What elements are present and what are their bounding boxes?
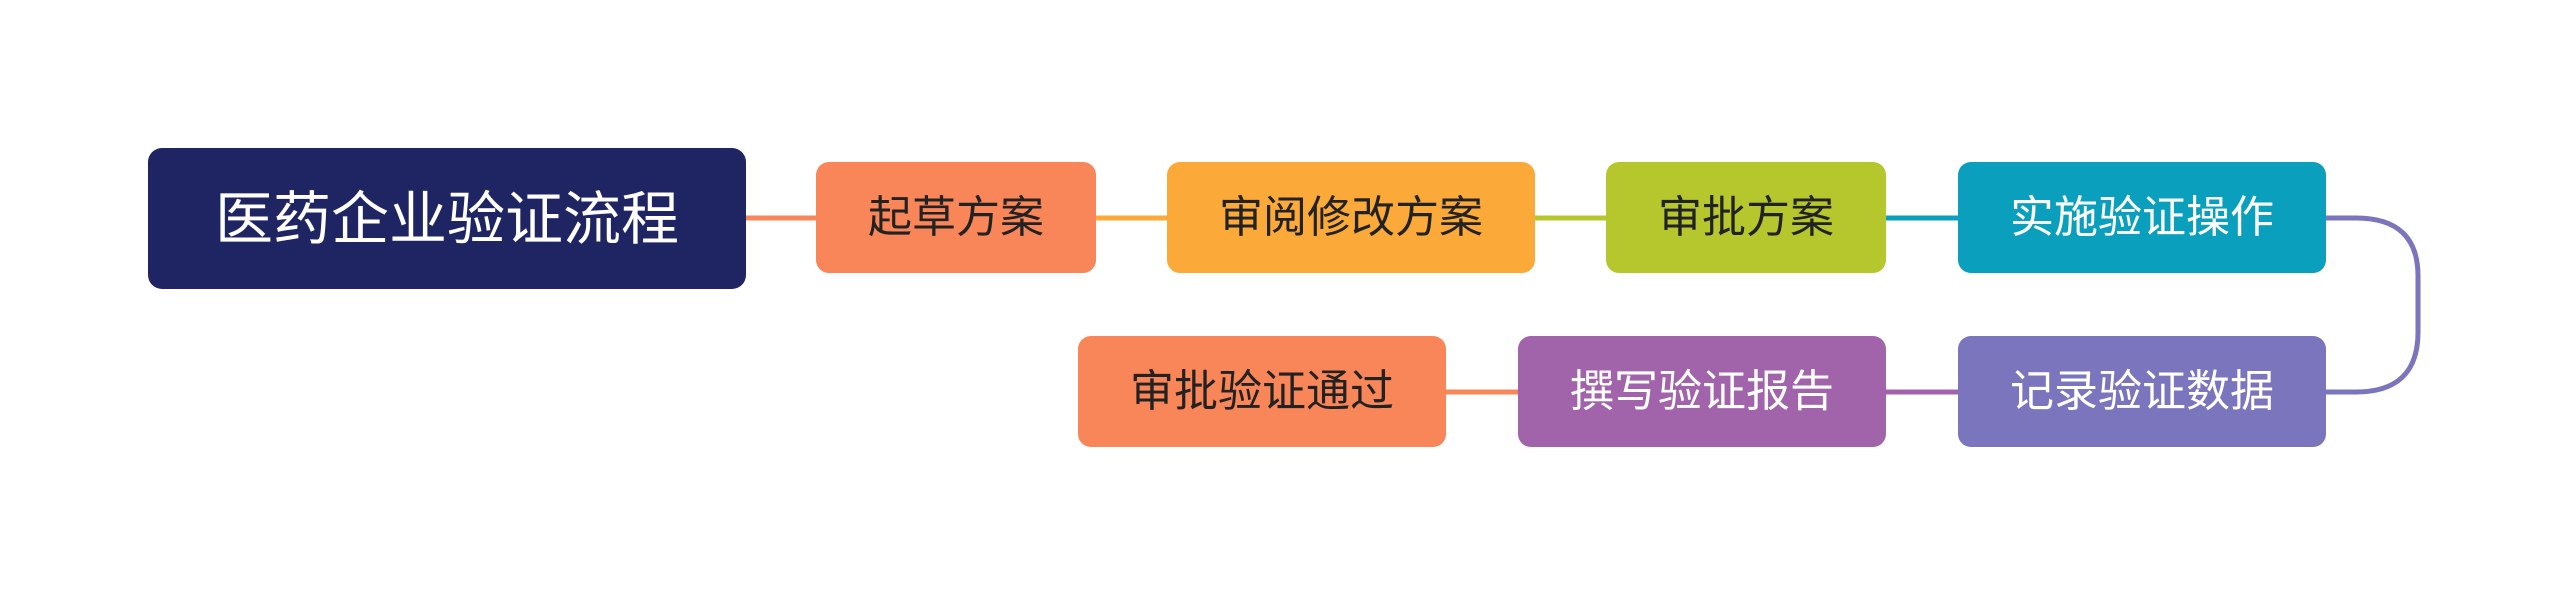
step-node-approve-validation[interactable]: 审批验证通过	[1078, 336, 1446, 447]
step-node-review-revise-plan[interactable]: 审阅修改方案	[1167, 162, 1535, 273]
step-node-label: 撰写验证报告	[1570, 365, 1834, 417]
step-node-label: 实施验证操作	[2010, 191, 2274, 243]
step-node-write-report[interactable]: 撰写验证报告	[1518, 336, 1886, 447]
root-node-label: 医药企业验证流程	[214, 184, 679, 253]
connector-step4-step5	[2326, 215, 2421, 395]
step-node-approve-plan[interactable]: 审批方案	[1606, 162, 1886, 273]
step-node-record-data[interactable]: 记录验证数据	[1958, 336, 2326, 447]
step-node-draft-plan[interactable]: 起草方案	[816, 162, 1096, 273]
step-node-label: 审批验证通过	[1130, 365, 1394, 417]
step-node-label: 审批方案	[1658, 191, 1834, 243]
step-node-label: 记录验证数据	[2010, 365, 2274, 417]
step-node-execute-validation[interactable]: 实施验证操作	[1958, 162, 2326, 273]
step-node-label: 审阅修改方案	[1219, 191, 1483, 243]
step-node-label: 起草方案	[868, 191, 1044, 243]
root-node[interactable]: 医药企业验证流程	[148, 148, 746, 289]
